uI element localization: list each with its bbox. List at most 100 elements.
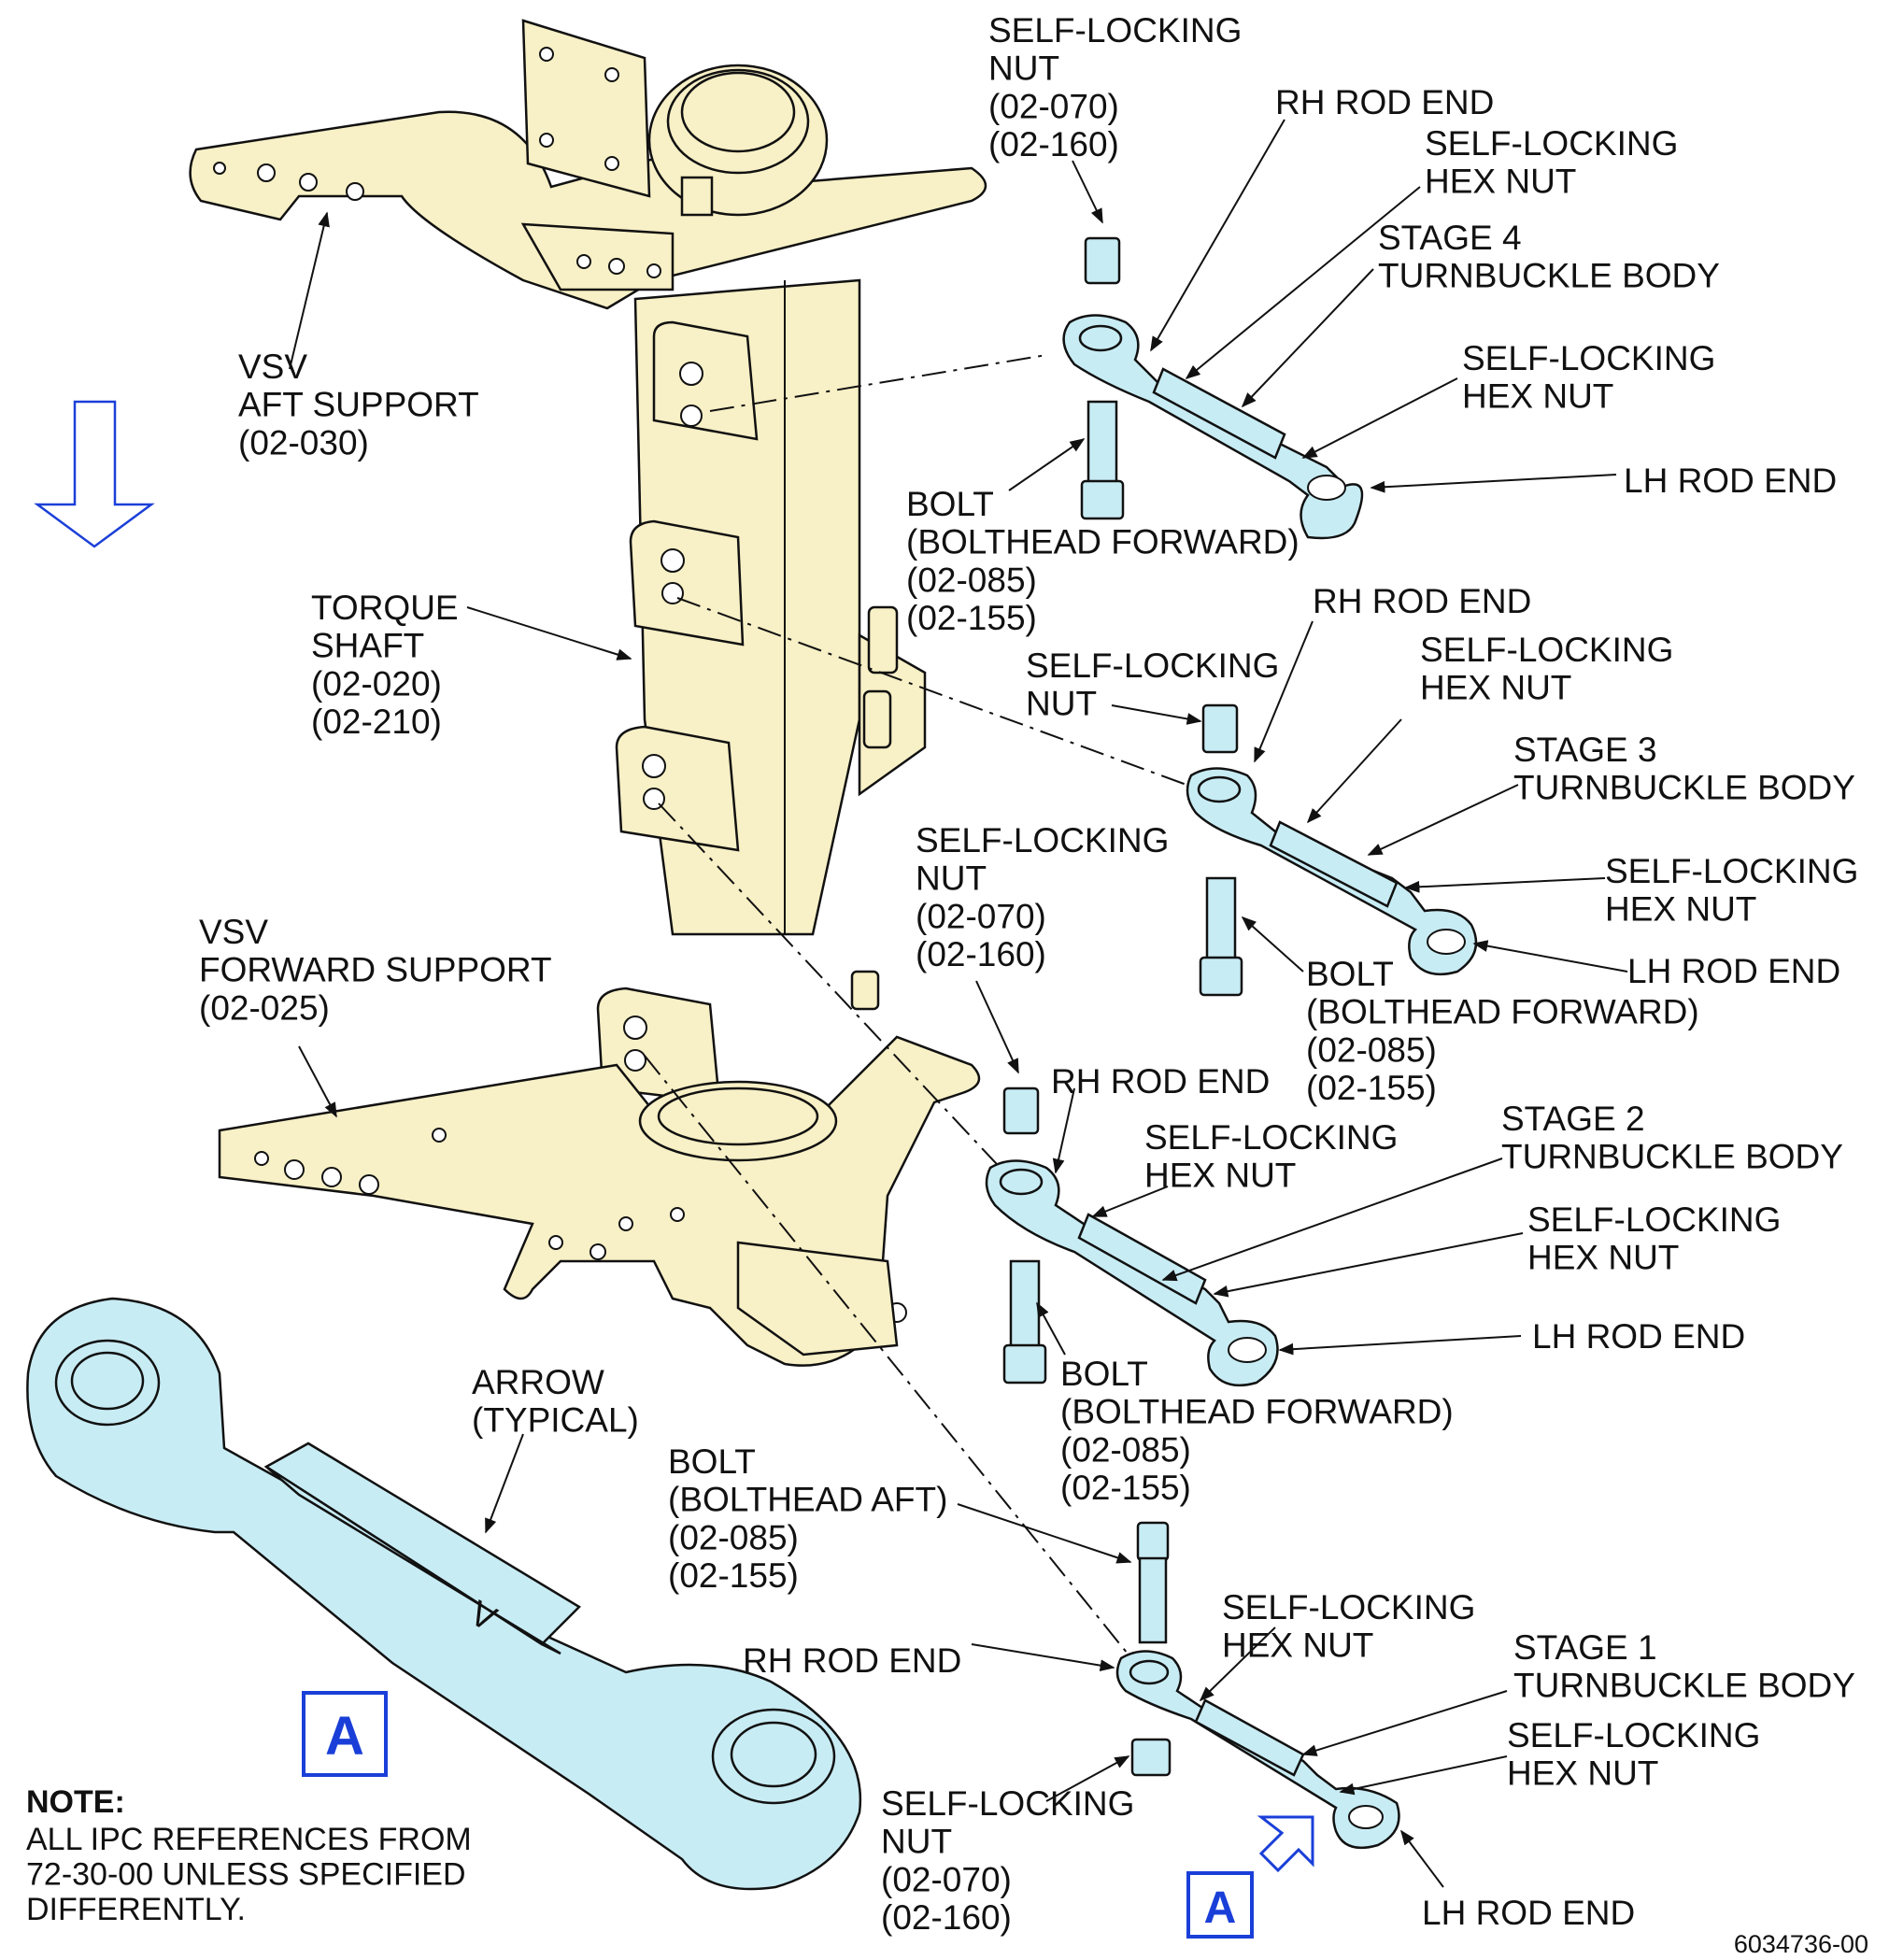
label-line: LH ROD END (1624, 462, 1837, 500)
label-line: HEX NUT (1462, 377, 1613, 416)
label-line: RH ROD END (1313, 582, 1531, 620)
label-line: HEX NUT (1420, 669, 1571, 707)
label-line: (BOLTHEAD FORWARD) (1306, 993, 1699, 1031)
label-line: (02-155) (1060, 1469, 1191, 1507)
stage-3-bolt-label: BOLT(BOLTHEAD FORWARD)(02-085)(02-155) (1306, 955, 1699, 1107)
label-line: (02-210) (311, 703, 442, 741)
label-line: SELF-LOCKING (1144, 1118, 1398, 1157)
label-line: BOLT (668, 1442, 756, 1481)
stage-3-lh-rod-end-label: LH ROD END (1627, 952, 1840, 990)
label-line: SELF-LOCKING (1026, 646, 1279, 685)
label-line: NUT (881, 1823, 952, 1861)
label-line: SELF-LOCKING (1222, 1588, 1475, 1626)
label-line: SHAFT (311, 627, 424, 665)
stage-3-rh-rod-end-label: RH ROD END (1313, 582, 1531, 620)
label-line: HEX NUT (1527, 1239, 1679, 1277)
label-line: NUT (1026, 685, 1097, 723)
label-line: (BOLTHEAD FORWARD) (906, 523, 1300, 561)
label-line: SELF-LOCKING (881, 1784, 1134, 1823)
label-line: (02-070) (916, 897, 1046, 935)
label-line: (02-025) (199, 988, 330, 1027)
label-line: HEX NUT (1222, 1626, 1373, 1665)
label-line: AFT SUPPORT (238, 386, 479, 424)
label-line: SELF-LOCKING (1425, 124, 1678, 163)
label-line: RH ROD END (743, 1641, 961, 1680)
label-line: TORQUE (311, 589, 459, 627)
label-line: (02-160) (916, 935, 1046, 973)
label-line: LH ROD END (1532, 1317, 1745, 1356)
arrow-typical-label: ARROW(TYPICAL) (472, 1363, 639, 1440)
label-line: LH ROD END (1422, 1894, 1635, 1932)
label-line: (02-030) (238, 423, 369, 462)
stage-2-turnbuckle-drawing (985, 1087, 1279, 1387)
leader-lines (289, 119, 1628, 1888)
label-line: LH ROD END (1627, 952, 1840, 990)
detail-a-turnbuckle-drawing: V (26, 1297, 862, 1891)
detail-a-marker-text: A (325, 1706, 364, 1767)
label-line: (BOLTHEAD AFT) (668, 1481, 947, 1519)
label-line: TURNBUCKLE BODY (1513, 1667, 1855, 1705)
label-line: NUT (988, 50, 1059, 88)
label-line: (02-020) (311, 664, 442, 703)
label-line: (02-155) (906, 599, 1037, 637)
label-line: (02-085) (1306, 1030, 1437, 1069)
stage-4-rh-rod-end-label: RH ROD END (1275, 83, 1494, 121)
label-line: HEX NUT (1425, 163, 1576, 201)
alignment-lines (644, 354, 1187, 1664)
label-line: BOLT (1306, 955, 1394, 993)
detail-a-marker-box (302, 1691, 388, 1777)
label-line: SELF-LOCKING (1527, 1200, 1781, 1239)
label-line: ARROW (472, 1363, 604, 1401)
label-line: RH ROD END (1275, 83, 1494, 121)
label-line: TURNBUCKLE BODY (1513, 769, 1855, 807)
label-line: SELF-LOCKING (1605, 852, 1858, 890)
label-line: (02-160) (988, 125, 1119, 163)
label-line: (02-155) (668, 1556, 799, 1595)
stage-3-turnbuckle-drawing (1186, 703, 1478, 997)
label-line: SELF-LOCKING (1420, 631, 1673, 669)
stage-4-lh-rod-end-label: LH ROD END (1624, 462, 1837, 500)
label-line: (BOLTHEAD FORWARD) (1060, 1393, 1454, 1431)
fwd-arrow (34, 400, 155, 548)
detail-a-callouts: A A (302, 1691, 1314, 1939)
label-line: NUT (916, 859, 987, 898)
label-line: DIFFERENTLY. (26, 1892, 246, 1927)
vsv-forward-support-drawing (218, 1035, 981, 1367)
label-line: STAGE 3 (1513, 731, 1657, 769)
label-line: HEX NUT (1507, 1754, 1658, 1793)
label-line: (TYPICAL) (472, 1401, 639, 1440)
label-line: HEX NUT (1605, 890, 1756, 929)
stage-1-lh-rod-end-label: LH ROD END (1422, 1894, 1635, 1932)
stage-1-turnbuckle-drawing (1115, 1521, 1400, 1850)
label-line: SELF-LOCKING (1507, 1716, 1760, 1754)
label-line: (02-070) (988, 87, 1119, 125)
label-line: (02-085) (668, 1518, 799, 1556)
label-line: BOLT (906, 485, 994, 523)
label-line: SELF-LOCKING (988, 11, 1242, 50)
stage-2-lh-rod-end-label: LH ROD END (1532, 1317, 1745, 1356)
figure-number: 6034736-00 (1734, 1930, 1868, 1958)
label-line: STAGE 1 (1513, 1628, 1657, 1667)
label-line: (02-155) (1306, 1069, 1437, 1107)
view-a-direction-arrow (1257, 1815, 1314, 1873)
label-line: 72-30-00 UNLESS SPECIFIED (26, 1856, 466, 1892)
